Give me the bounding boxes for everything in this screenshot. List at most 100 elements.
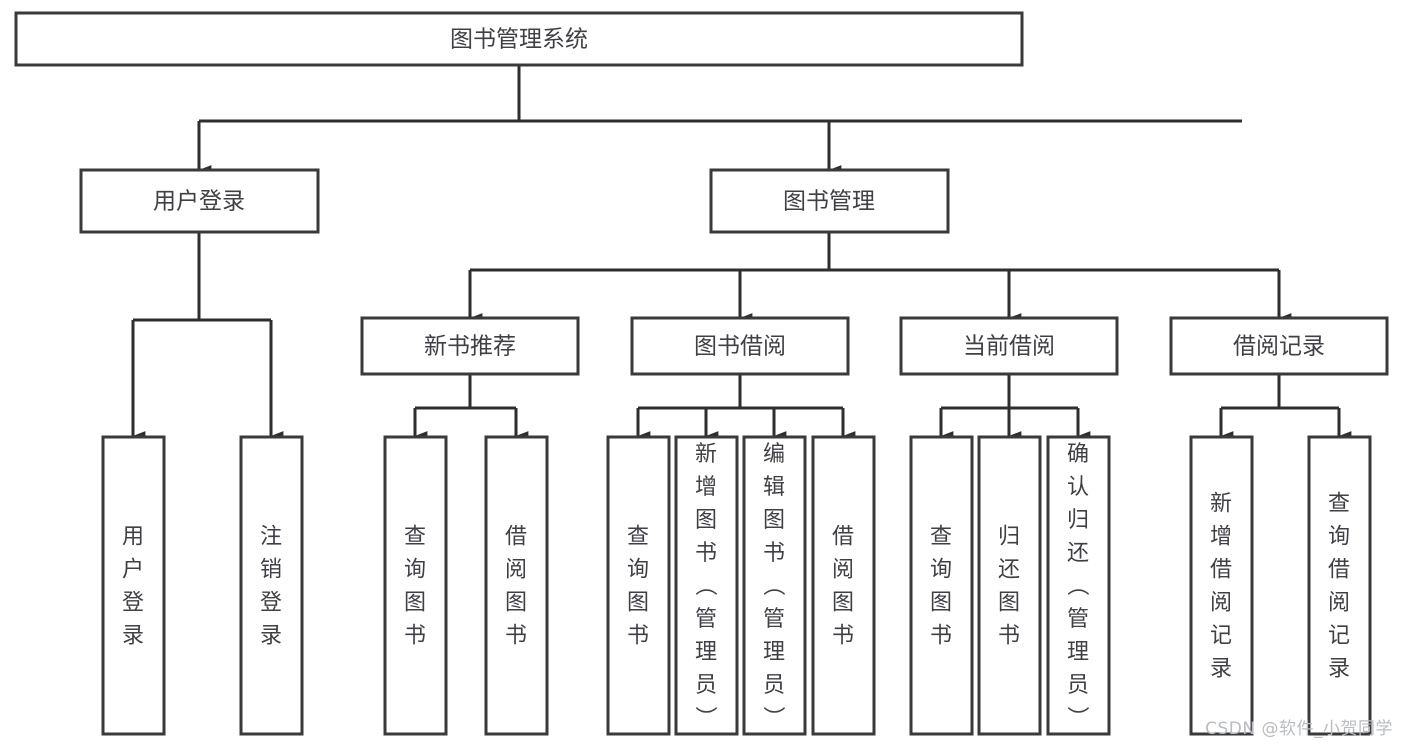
leaf-label-char: 借 (1328, 558, 1350, 583)
node-box[interactable] (709, 168, 950, 234)
node-box[interactable] (811, 435, 876, 736)
leaf-label-char: 图 (998, 591, 1020, 616)
node-box[interactable] (899, 316, 1119, 376)
leaf-label-char: 管 (763, 607, 785, 632)
leaf-label-char: 阅 (1328, 591, 1350, 616)
leaf-label-char: 登 (260, 591, 282, 616)
leaf-label-char: 用 (122, 525, 144, 550)
leaf-label-char: 注 (260, 525, 282, 550)
leaf-label-char: 管 (695, 607, 717, 632)
node-box[interactable] (674, 435, 739, 736)
leaf-label-char: 询 (1328, 525, 1350, 550)
node-label: 图书借阅 (694, 334, 786, 360)
node-borrow-record[interactable]: 借阅记录 (1169, 316, 1389, 376)
leaf-label-char: 书 (505, 624, 527, 649)
leaf-label-char: 归 (998, 525, 1020, 550)
leaf-label-char: 还 (998, 558, 1020, 583)
node-box[interactable] (101, 435, 166, 736)
leaf-label-char: 管 (1067, 607, 1089, 632)
leaf-label-char: 书 (930, 624, 952, 649)
node-user-login[interactable]: 用户登录 (79, 168, 320, 234)
leaf-label-char: 查 (1328, 492, 1350, 517)
node-label: 用户登录 (153, 189, 245, 215)
node-label: 借阅记录 (1233, 334, 1325, 360)
node-box[interactable] (909, 435, 974, 736)
leaf-label-char: 录 (260, 624, 282, 649)
leaf-label-char: 增 (1210, 525, 1232, 550)
node-book-management-system[interactable]: 图书管理系统 (14, 11, 1024, 67)
node-box[interactable] (977, 435, 1042, 736)
node-new-book-recommend[interactable]: 新书推荐 (360, 316, 580, 376)
node-label: 当前借阅 (963, 334, 1055, 360)
leaf-label-char: 借 (505, 525, 527, 550)
node-box[interactable] (484, 435, 549, 736)
leaf-label-char: 辑 (763, 475, 785, 500)
leaf-label-char: 理 (695, 640, 717, 665)
node-box[interactable] (742, 435, 807, 736)
leaf-label-vertical: 用户登录 (122, 525, 144, 649)
leaf-label-char: 查 (404, 525, 426, 550)
leaf-label-char: 记 (1328, 624, 1350, 649)
leaf-label-char: 登 (122, 591, 144, 616)
leaf-label-char: ） (692, 706, 717, 728)
leaf-label-char: 图 (930, 591, 952, 616)
leaf-label-char: 员 (695, 673, 717, 698)
leaf-label-char: 新 (1210, 492, 1232, 517)
leaf-label-char: 归 (1067, 508, 1089, 533)
leaf-label-char: ） (1064, 706, 1089, 728)
node-box[interactable] (79, 168, 320, 234)
connector-layer (131, 65, 1352, 441)
leaf-label-char: 认 (1067, 475, 1089, 500)
leaf-label-char: 书 (998, 624, 1020, 649)
leaf-label-char: 理 (1067, 640, 1089, 665)
node-box[interactable] (1169, 316, 1389, 376)
leaf-label-char: 新 (695, 442, 717, 467)
node-box[interactable] (1307, 435, 1372, 736)
node-box[interactable] (606, 435, 671, 736)
leaf-label-char: 图 (763, 508, 785, 533)
leaf-label-char: 书 (627, 624, 649, 649)
leaf-label-char: 书 (763, 541, 785, 566)
leaf-label-char: 查 (930, 525, 952, 550)
leaf-label-char: 书 (832, 624, 854, 649)
leaf-label-char: 借 (1210, 558, 1232, 583)
leaf-label-char: ） (760, 706, 785, 728)
leaf-label-char: 询 (930, 558, 952, 583)
node-book-borrow[interactable]: 图书借阅 (630, 316, 850, 376)
node-book-management[interactable]: 图书管理 (709, 168, 950, 234)
leaf-label-char: 询 (404, 558, 426, 583)
leaf-label-char: 书 (404, 624, 426, 649)
leaf-label-char: 员 (1067, 673, 1089, 698)
node-box[interactable] (14, 11, 1024, 67)
node-box[interactable] (1189, 435, 1254, 736)
node-label: 新书推荐 (424, 334, 516, 360)
node-box[interactable] (239, 435, 304, 736)
leaf-label-char: 图 (505, 591, 527, 616)
leaf-label-char: 还 (1067, 541, 1089, 566)
leaf-label-char: 图 (627, 591, 649, 616)
node-box[interactable] (360, 316, 580, 376)
node-box[interactable] (630, 316, 850, 376)
node-current-borrow[interactable]: 当前借阅 (899, 316, 1119, 376)
node-box[interactable] (1046, 435, 1111, 736)
node-box[interactable] (383, 435, 448, 736)
leaf-label-char: （ (692, 574, 717, 596)
node-label: 图书管理 (783, 189, 875, 215)
leaf-node-user-login[interactable]: 用户登录 (101, 435, 166, 736)
